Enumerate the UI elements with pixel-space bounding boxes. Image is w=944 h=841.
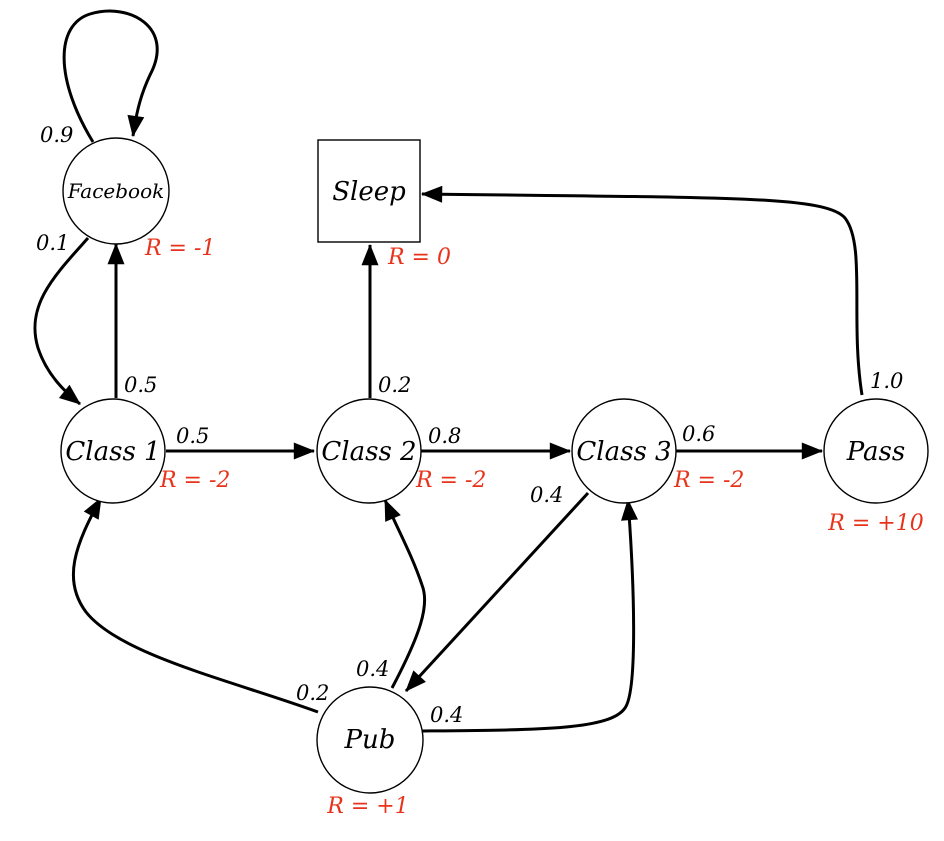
node-sleep-label: Sleep	[332, 177, 406, 207]
node-class2: Class 2	[316, 398, 422, 504]
node-class2-circle	[316, 398, 422, 504]
edge-facebook-self-loop	[62, 9, 159, 143]
probability-labels: 0.9 0.1 0.5 0.5 0.2 0.8 0.6 0.4 1.0 0.2 …	[36, 123, 903, 727]
prob-class1-facebook: 0.5	[124, 373, 157, 397]
reward-pub: R = +1	[326, 794, 408, 819]
prob-facebook-facebook: 0.9	[40, 123, 73, 147]
node-pub: Pub	[316, 686, 424, 794]
edge-facebook-to-class1	[33, 237, 90, 406]
prob-class3-pass: 0.6	[682, 422, 715, 446]
reward-labels: R = -1 R = 0 R = -2 R = -2 R = -2 R = +1…	[144, 236, 924, 819]
prob-pub-class3: 0.4	[430, 703, 463, 727]
edge-pub-to-class1	[71, 497, 319, 714]
node-sleep-square	[317, 139, 421, 243]
prob-class3-pub: 0.4	[530, 483, 563, 507]
edge-pub-to-class2	[383, 499, 427, 689]
node-pass-label: Pass	[846, 437, 906, 467]
node-class2-label: Class 2	[321, 437, 416, 467]
node-class3-circle	[571, 398, 677, 504]
edges	[33, 9, 864, 733]
node-class3: Class 3	[571, 398, 677, 504]
node-facebook: Facebook	[62, 137, 170, 245]
reward-class3: R = -2	[673, 468, 744, 493]
prob-pass-sleep: 1.0	[870, 369, 903, 393]
prob-class1-class2: 0.5	[176, 424, 209, 448]
reward-class1: R = -2	[159, 468, 230, 493]
node-class3-label: Class 3	[576, 437, 671, 467]
prob-class2-sleep: 0.2	[378, 373, 411, 397]
edge-class3-to-pub	[404, 491, 590, 693]
node-pub-label: Pub	[344, 725, 396, 755]
node-class1-label: Class 1	[65, 437, 160, 467]
reward-sleep: R = 0	[387, 245, 451, 270]
node-facebook-circle	[62, 137, 170, 245]
prob-class2-class3: 0.8	[428, 424, 461, 448]
node-facebook-label: Facebook	[67, 179, 164, 203]
nodes: Facebook Sleep Class 1 Class 2 Class 3 P…	[60, 137, 929, 794]
prob-pub-class2: 0.4	[356, 657, 389, 681]
node-class1-circle	[60, 398, 166, 504]
reward-facebook: R = -1	[144, 236, 215, 261]
prob-facebook-class1: 0.1	[36, 231, 69, 255]
node-pub-circle	[316, 686, 424, 794]
node-class1: Class 1	[60, 398, 166, 504]
reward-pass: R = +10	[827, 511, 923, 536]
node-pass: Pass	[823, 398, 929, 504]
node-pass-circle	[823, 398, 929, 504]
reward-class2: R = -2	[415, 468, 486, 493]
node-sleep: Sleep	[317, 139, 421, 243]
edge-pass-to-sleep	[420, 185, 864, 396]
prob-pub-class1: 0.2	[296, 681, 329, 705]
edge-pub-to-class3	[421, 498, 638, 733]
